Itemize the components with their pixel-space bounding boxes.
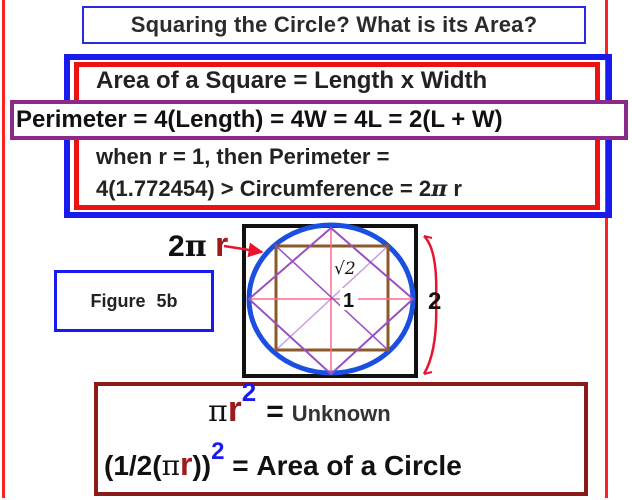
page-title: Squaring the Circle? What is its Area? (82, 6, 586, 44)
radius-label: 1 (343, 290, 354, 312)
page-border (2, 0, 608, 498)
circumference-prefix: 4(1.772454) > Circumference = 2 (96, 176, 432, 201)
diamond (247, 226, 415, 376)
eq2-rest: = Area of a Circle (232, 450, 462, 481)
area-of-circle-equation: (1/2(πr))2 = Area of a Circle (104, 438, 462, 483)
brace-tick-bottom (423, 371, 433, 375)
area-formula: Area of a Square = Length x Width (96, 67, 488, 94)
two-pi-r-label: 2π r (168, 226, 228, 265)
answer-box (94, 382, 588, 496)
when-r-formula: when r = 1, then Perimeter = (96, 144, 390, 169)
brace-tick-top (423, 235, 433, 239)
side-brace (422, 235, 438, 375)
circumference-pi: π (431, 176, 448, 202)
radius-label-bg (340, 288, 358, 310)
eq2-close: )) (192, 450, 212, 481)
sqrt-label: √2 (334, 259, 356, 279)
two-pi-r-two: 2 (168, 230, 185, 263)
eq2-exponent: 2 (211, 438, 225, 465)
circumference-r: r (453, 176, 462, 201)
eq1-unknown: Unknown (291, 401, 391, 426)
eq1-exponent: 2 (241, 377, 257, 407)
circumference-formula: 4(1.772454) > Circumference = 2π r (96, 176, 462, 202)
perimeter-formula-box: Perimeter = 4(Length) = 4W = 4L = 2(L + … (10, 100, 628, 140)
eq2-r: r (179, 446, 193, 482)
eq2-open: (1/2( (104, 450, 162, 481)
eq1-r: r (227, 388, 242, 429)
two-pi-r-r: r (215, 226, 229, 264)
eq2-pi: π (161, 449, 180, 482)
circumference-arrow (223, 242, 264, 258)
eq1-pi: π (208, 394, 228, 429)
diamond-diagonal-b (275, 245, 389, 351)
figure-label: Figure 5b (54, 270, 214, 332)
eq1-equals: = (266, 395, 284, 428)
pi-r-squared-equation: πr2 = Unknown (208, 377, 391, 430)
side-label: 2 (428, 288, 441, 315)
inscribed-square (274, 244, 390, 352)
two-pi-r-pi: π (184, 229, 207, 264)
perimeter-formula: Perimeter = 4(Length) = 4W = 4L = 2(L + … (16, 106, 503, 133)
